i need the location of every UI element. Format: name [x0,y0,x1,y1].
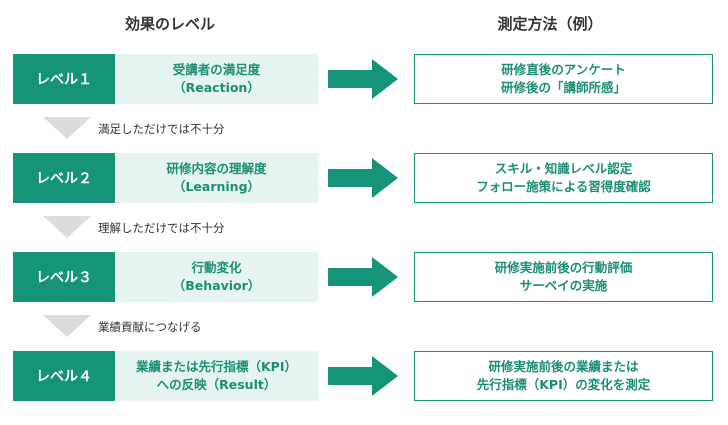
method-line: サーベイの実施 [519,278,608,293]
level-label: レベル４ [13,351,115,401]
right-arrow-icon [328,158,398,198]
right-arrow-icon [328,257,398,297]
level-label: レベル２ [13,153,115,203]
method-line: 研修後の「講師所感」 [500,80,626,95]
method-line: フォロー施策による習得度確認 [476,179,651,194]
effect-line: （Behavior） [172,278,261,293]
method-line: スキル・知識レベル認定 [494,161,633,176]
method-line: 研修直後のアンケート [501,62,626,77]
down-arrow-icon [43,315,91,337]
effect-box: 行動変化 （Behavior） [115,252,318,302]
effect-line: （Reaction） [173,80,260,95]
effect-box: 受講者の満足度 （Reaction） [115,54,318,104]
transition-note: 理解しただけでは不十分 [98,221,225,235]
method-box: 研修実施前後の行動評価 サーベイの実施 [414,252,713,302]
effect-line: 行動変化 [191,260,242,275]
down-arrow-icon [43,117,91,139]
effect-box: 業績または先行指標（KPI） への反映（Result） [115,351,318,401]
level-row-3: レベル３ 行動変化 （Behavior） 研修実施前後の行動評価 サーベイの実施 [0,252,728,302]
effect-line: 受講者の満足度 [172,62,261,77]
method-box: 研修実施前後の業績または 先行指標（KPI）の変化を測定 [414,351,713,401]
method-box: 研修直後のアンケート 研修後の「講師所感」 [414,54,713,104]
effect-level-header: 効果のレベル [124,15,215,33]
effect-line: （Learning） [172,179,261,194]
right-arrow-icon [328,356,398,396]
effect-line: 業績または先行指標（KPI） [136,359,297,374]
right-arrow-icon [328,59,398,99]
method-line: 先行指標（KPI）の変化を測定 [476,377,651,392]
level-row-4: レベル４ 業績または先行指標（KPI） への反映（Result） 研修実施前後の… [0,351,728,401]
method-header: 測定方法（例） [497,15,603,33]
transition-note: 業績貢献につなげる [98,320,202,334]
method-line: 研修実施前後の業績または [488,359,639,374]
level-row-2: レベル２ 研修内容の理解度 （Learning） スキル・知識レベル認定 フォロ… [0,153,728,203]
down-arrow-icon [43,216,91,238]
transition-note: 満足しただけでは不十分 [98,122,225,136]
effect-box: 研修内容の理解度 （Learning） [115,153,318,203]
level-row-1: レベル１ 受講者の満足度 （Reaction） 研修直後のアンケート 研修後の「… [0,54,728,104]
effect-line: 研修内容の理解度 [166,161,267,176]
level-label: レベル３ [13,252,115,302]
level-label: レベル１ [13,54,115,104]
method-line: 研修実施前後の行動評価 [494,260,633,275]
effect-line: への反映（Result） [156,377,277,392]
method-box: スキル・知識レベル認定 フォロー施策による習得度確認 [414,153,713,203]
